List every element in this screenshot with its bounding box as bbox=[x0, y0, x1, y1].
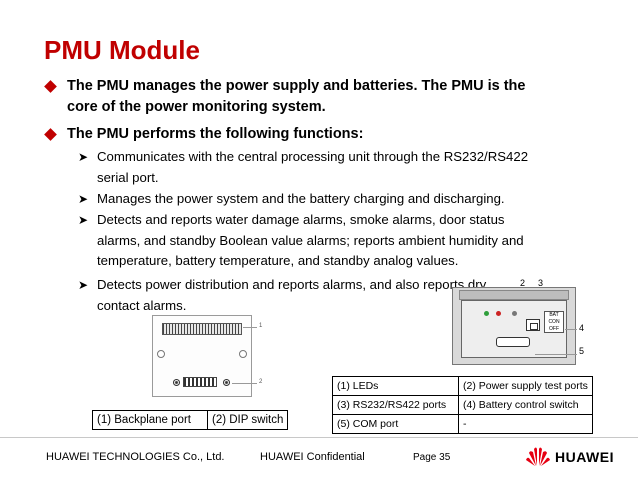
bullet-text: The PMU manages the power supply and bat… bbox=[67, 78, 526, 115]
table-cell: (2) Power supply test ports bbox=[458, 376, 593, 396]
leader-line bbox=[243, 327, 257, 328]
footer-page-number: Page 35 bbox=[413, 452, 451, 463]
mounting-hole-icon bbox=[157, 350, 165, 358]
diamond-bullet-icon bbox=[44, 128, 57, 141]
mounting-hole-icon bbox=[239, 350, 247, 358]
table-cell: - bbox=[458, 414, 593, 434]
test-port-icon bbox=[512, 311, 517, 316]
footer-company: HUAWEI TECHNOLOGIES Co., Ltd. bbox=[46, 451, 225, 463]
table-cell: (1) Backplane port bbox=[92, 410, 208, 430]
callout-2: 2 bbox=[520, 278, 526, 288]
table-cell: (4) Battery control switch bbox=[458, 395, 593, 415]
table-cell: (3) RS232/RS422 ports bbox=[332, 395, 459, 415]
arrow-bullet-icon: ➤ bbox=[78, 192, 89, 206]
leader-line bbox=[232, 383, 257, 384]
switch-label-bat: BAT bbox=[549, 312, 559, 318]
battery-switch-icon: BAT CON OFF bbox=[544, 311, 564, 333]
table-cell: (2) DIP switch bbox=[206, 410, 289, 430]
switch-label-con: CON bbox=[548, 319, 560, 325]
dip-switch-icon bbox=[183, 377, 217, 387]
footer-divider bbox=[0, 437, 638, 438]
rj-port-icon bbox=[526, 319, 540, 331]
arrow-bullet-icon: ➤ bbox=[78, 278, 89, 292]
function-text: Manages the power system and the battery… bbox=[97, 191, 505, 206]
leader-line bbox=[565, 329, 577, 330]
table-cell: (5) COM port bbox=[332, 414, 459, 434]
page-title: PMU Module bbox=[44, 35, 200, 65]
red-led-icon bbox=[496, 311, 501, 316]
screw-icon bbox=[173, 379, 180, 386]
backplane-legend-table: (1) Backplane port (2) DIP switch bbox=[92, 410, 289, 430]
table-row: (5) COM port - bbox=[332, 414, 593, 434]
panel-legend-table: (1) LEDs (2) Power supply test ports (3)… bbox=[332, 376, 593, 434]
com-port-icon bbox=[496, 337, 530, 347]
bullet-text: The PMU performs the following functions… bbox=[67, 126, 364, 142]
screw-icon bbox=[223, 379, 230, 386]
footer-confidential: HUAWEI Confidential bbox=[260, 451, 365, 463]
arrow-bullet-icon: ➤ bbox=[78, 213, 89, 227]
leader-line bbox=[535, 354, 577, 355]
huawei-brand-text: HUAWEI bbox=[555, 449, 614, 465]
huawei-logo-icon bbox=[526, 447, 550, 466]
green-led-icon bbox=[484, 311, 489, 316]
arrow-bullet-icon: ➤ bbox=[78, 150, 89, 164]
backplane-port-icon bbox=[162, 323, 242, 335]
callout-1: 1 bbox=[259, 323, 263, 329]
table-row: (1) Backplane port (2) DIP switch bbox=[92, 410, 289, 430]
callout-5: 5 bbox=[579, 346, 585, 356]
diamond-bullet-icon bbox=[44, 80, 57, 93]
callout-4: 4 bbox=[579, 323, 585, 333]
table-row: (3) RS232/RS422 ports (4) Battery contro… bbox=[332, 395, 593, 415]
function-text: Detects power distribution and reports a… bbox=[97, 277, 487, 313]
callout-3: 3 bbox=[538, 278, 544, 288]
table-cell: (1) LEDs bbox=[332, 376, 459, 396]
callout-2: 2 bbox=[259, 379, 263, 385]
panel-face: BAT CON OFF bbox=[461, 300, 567, 358]
panel-top-rail bbox=[459, 290, 569, 300]
function-text: Communicates with the central processing… bbox=[97, 149, 529, 185]
pmu-front-panel-illustration: BAT CON OFF bbox=[452, 287, 576, 365]
table-row: (1) LEDs (2) Power supply test ports bbox=[332, 376, 593, 396]
function-text: Detects and reports water damage alarms,… bbox=[97, 212, 524, 268]
backplane-board-illustration bbox=[152, 315, 252, 397]
switch-label-off: OFF bbox=[549, 326, 559, 332]
